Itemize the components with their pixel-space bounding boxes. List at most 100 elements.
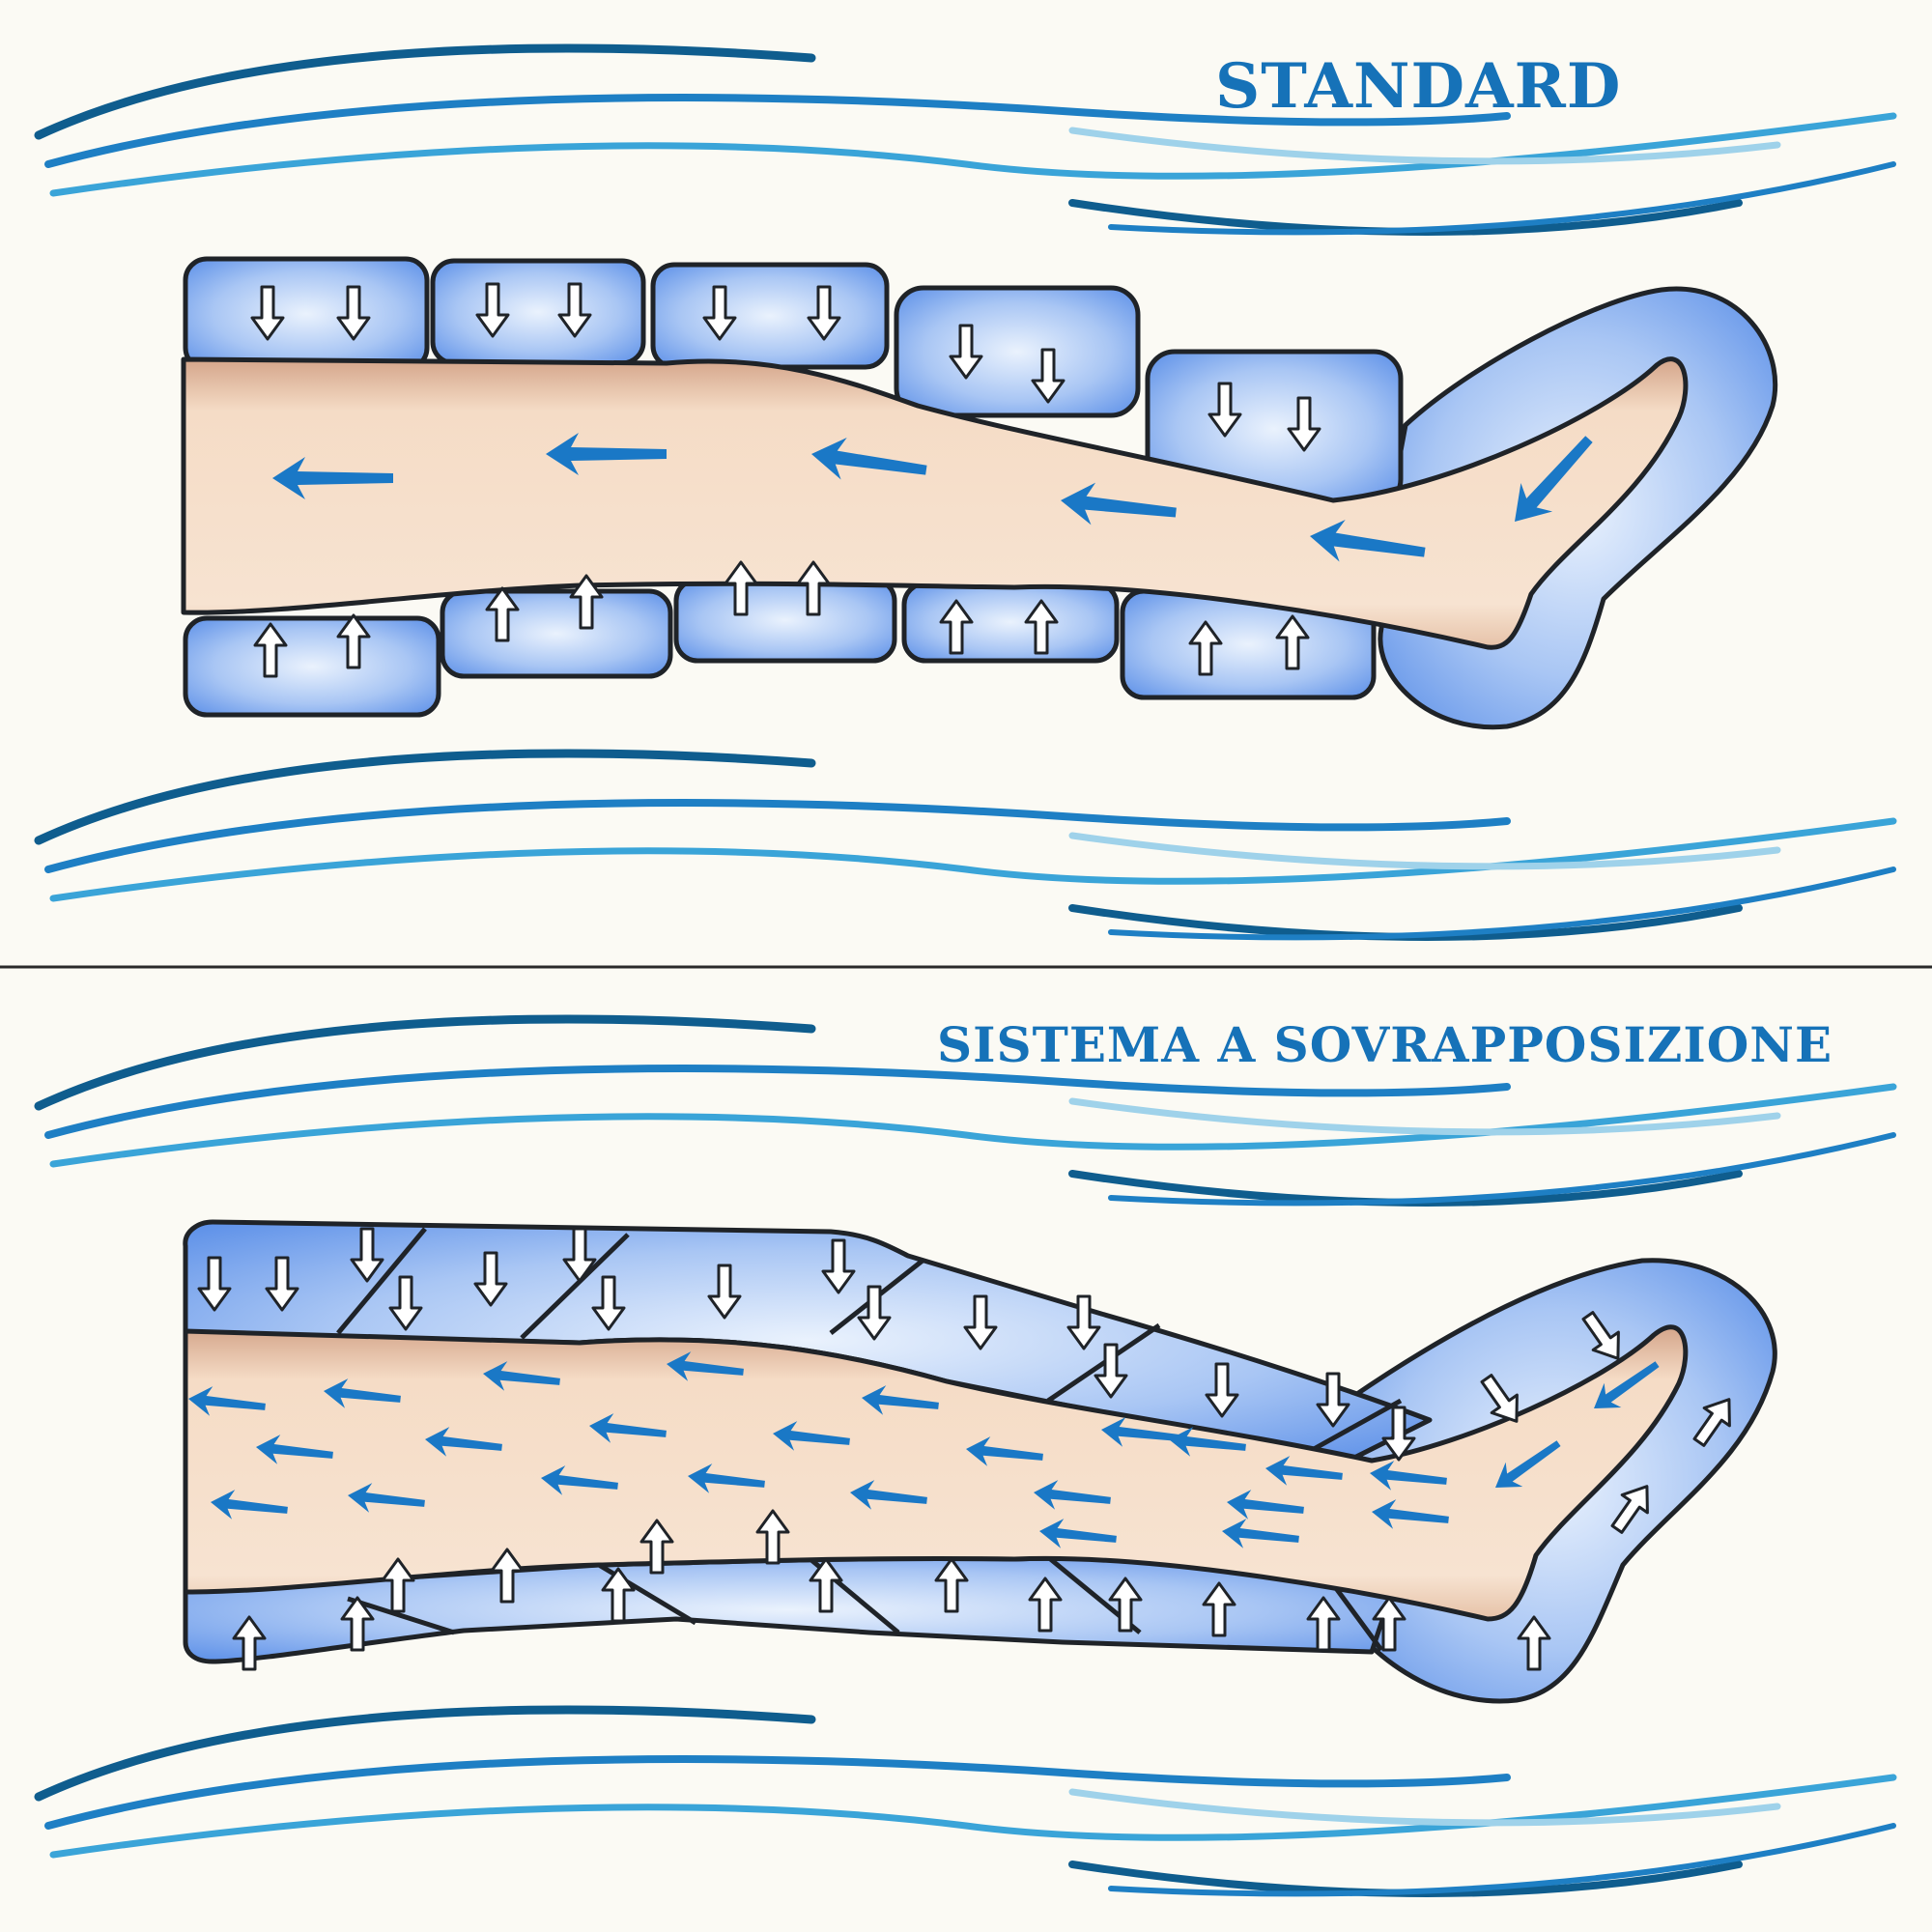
- standard-title: STANDARD: [1215, 50, 1622, 123]
- wave-line: [49, 1774, 1897, 1859]
- hollow-arrow-icon: [562, 1227, 597, 1283]
- hollow-arrow-icon: [485, 586, 520, 642]
- standard-flow-arrows: [272, 433, 1593, 562]
- solid-arrow-icon: [546, 433, 667, 475]
- leg-overlap: [183, 1324, 1689, 1622]
- solid-arrow-icon: [348, 1483, 425, 1513]
- standard-panel: [181, 256, 1778, 730]
- chamber-seam: [520, 1233, 630, 1340]
- solid-arrow-icon: [1265, 1456, 1343, 1486]
- hollow-arrow-icon: [1188, 620, 1223, 676]
- hollow-arrow-icon: [475, 282, 510, 338]
- solid-arrow-icon: [188, 1386, 266, 1416]
- hollow-arrow-icon: [232, 1615, 267, 1671]
- solid-arrow-icon: [324, 1378, 401, 1408]
- overlap-pressure-arrows: [197, 1227, 1731, 1671]
- solid-arrow-icon: [1034, 1480, 1111, 1510]
- wave-line: [49, 112, 1897, 197]
- hollow-arrow-icon: [807, 285, 841, 341]
- hollow-arrow-icon: [350, 1227, 384, 1283]
- hollow-arrow-icon: [1066, 1294, 1101, 1350]
- solid-arrow-icon: [1101, 1417, 1179, 1447]
- chamber-seam: [336, 1227, 427, 1335]
- solid-arrow-icon: [541, 1465, 618, 1495]
- solid-arrow-icon: [1227, 1490, 1304, 1520]
- air-chamber: [901, 581, 1120, 664]
- solid-arrow-icon: [966, 1436, 1043, 1466]
- solid-arrow-icon: [1169, 1427, 1246, 1457]
- solid-arrow-icon: [483, 1361, 560, 1391]
- solid-arrow-icon: [667, 1351, 744, 1381]
- wave-line: [1068, 1788, 1781, 1827]
- hollow-arrow-icon: [857, 1285, 892, 1341]
- hollow-arrow-icon: [197, 1256, 232, 1312]
- hollow-arrow-icon: [336, 285, 371, 341]
- solid-arrow-icon: [850, 1480, 927, 1510]
- hollow-arrow-icon: [639, 1519, 674, 1575]
- wave-line: [44, 1065, 1511, 1139]
- hollow-arrow-icon: [755, 1509, 790, 1565]
- solid-arrow-icon: [1372, 1499, 1449, 1529]
- air-chamber: [183, 256, 430, 372]
- hollow-arrow-icon: [1610, 1485, 1649, 1534]
- wave-line: [49, 817, 1897, 902]
- solid-arrow-icon: [862, 1385, 939, 1415]
- air-chamber: [430, 258, 646, 366]
- solid-arrow-icon: [1061, 482, 1177, 526]
- solid-arrow-icon: [1370, 1461, 1447, 1491]
- wave-line: [1108, 1823, 1896, 1897]
- hollow-arrow-icon: [381, 1557, 415, 1613]
- air-chamber: [440, 588, 673, 679]
- solid-arrow-icon: [1222, 1519, 1299, 1548]
- solid-arrow-icon: [1515, 436, 1593, 522]
- wave-line: [1068, 127, 1781, 165]
- hollow-arrow-icon: [1205, 1362, 1239, 1418]
- hollow-arrow-icon: [1372, 1596, 1406, 1652]
- hollow-arrow-icon: [1108, 1577, 1143, 1633]
- hollow-arrow-icon: [1275, 614, 1310, 670]
- hollow-arrow-icon: [490, 1548, 525, 1604]
- wave-line: [49, 1083, 1897, 1168]
- hollow-arrow-icon: [557, 282, 592, 338]
- hollow-arrow-icon: [702, 285, 737, 341]
- solid-arrow-icon: [811, 437, 927, 480]
- hollow-arrow-icon: [569, 574, 604, 630]
- solid-arrow-icon: [1495, 1440, 1561, 1488]
- hollow-arrow-icon: [1581, 1311, 1620, 1360]
- hollow-arrow-icon: [591, 1275, 626, 1331]
- hollow-arrow-icon: [250, 285, 285, 341]
- wave-line: [44, 799, 1511, 873]
- hollow-arrow-icon: [1287, 396, 1321, 452]
- overlap-title: SISTEMA A SOVRAPPOSIZIONE: [937, 1016, 1833, 1073]
- chamber-seam: [1330, 1582, 1384, 1652]
- solid-arrow-icon: [773, 1421, 850, 1451]
- hollow-arrow-icon: [1381, 1406, 1416, 1462]
- wave-line: [1108, 867, 1896, 941]
- hollow-arrow-icon: [724, 560, 758, 616]
- solid-arrow-icon: [272, 457, 393, 499]
- chamber-seam: [347, 1596, 455, 1635]
- overlap-panel: [183, 1219, 1777, 1704]
- solid-arrow-icon: [425, 1427, 502, 1457]
- hollow-arrow-icon: [1208, 382, 1242, 438]
- air-chamber: [183, 615, 441, 718]
- solid-arrow-icon: [211, 1490, 288, 1520]
- hollow-arrow-icon: [1024, 599, 1059, 655]
- hollow-arrow-icon: [1031, 348, 1065, 404]
- wave-line: [34, 1705, 816, 1802]
- hollow-arrow-icon: [949, 324, 983, 380]
- air-chamber: [650, 262, 890, 370]
- hollow-arrow-icon: [1692, 1398, 1731, 1447]
- hollow-arrow-icon: [1306, 1596, 1341, 1652]
- leg-standard: [181, 356, 1689, 650]
- wave-line: [1068, 832, 1781, 870]
- wave-line: [1108, 1132, 1896, 1207]
- wave-line: [44, 94, 1511, 168]
- standard-pressure-arrows: [250, 282, 1321, 678]
- air-chamber: [894, 285, 1141, 418]
- solid-arrow-icon: [688, 1463, 765, 1493]
- wave-line: [34, 43, 816, 140]
- chamber-seam: [1312, 1398, 1403, 1452]
- overlap-flow-arrows: [188, 1351, 1660, 1548]
